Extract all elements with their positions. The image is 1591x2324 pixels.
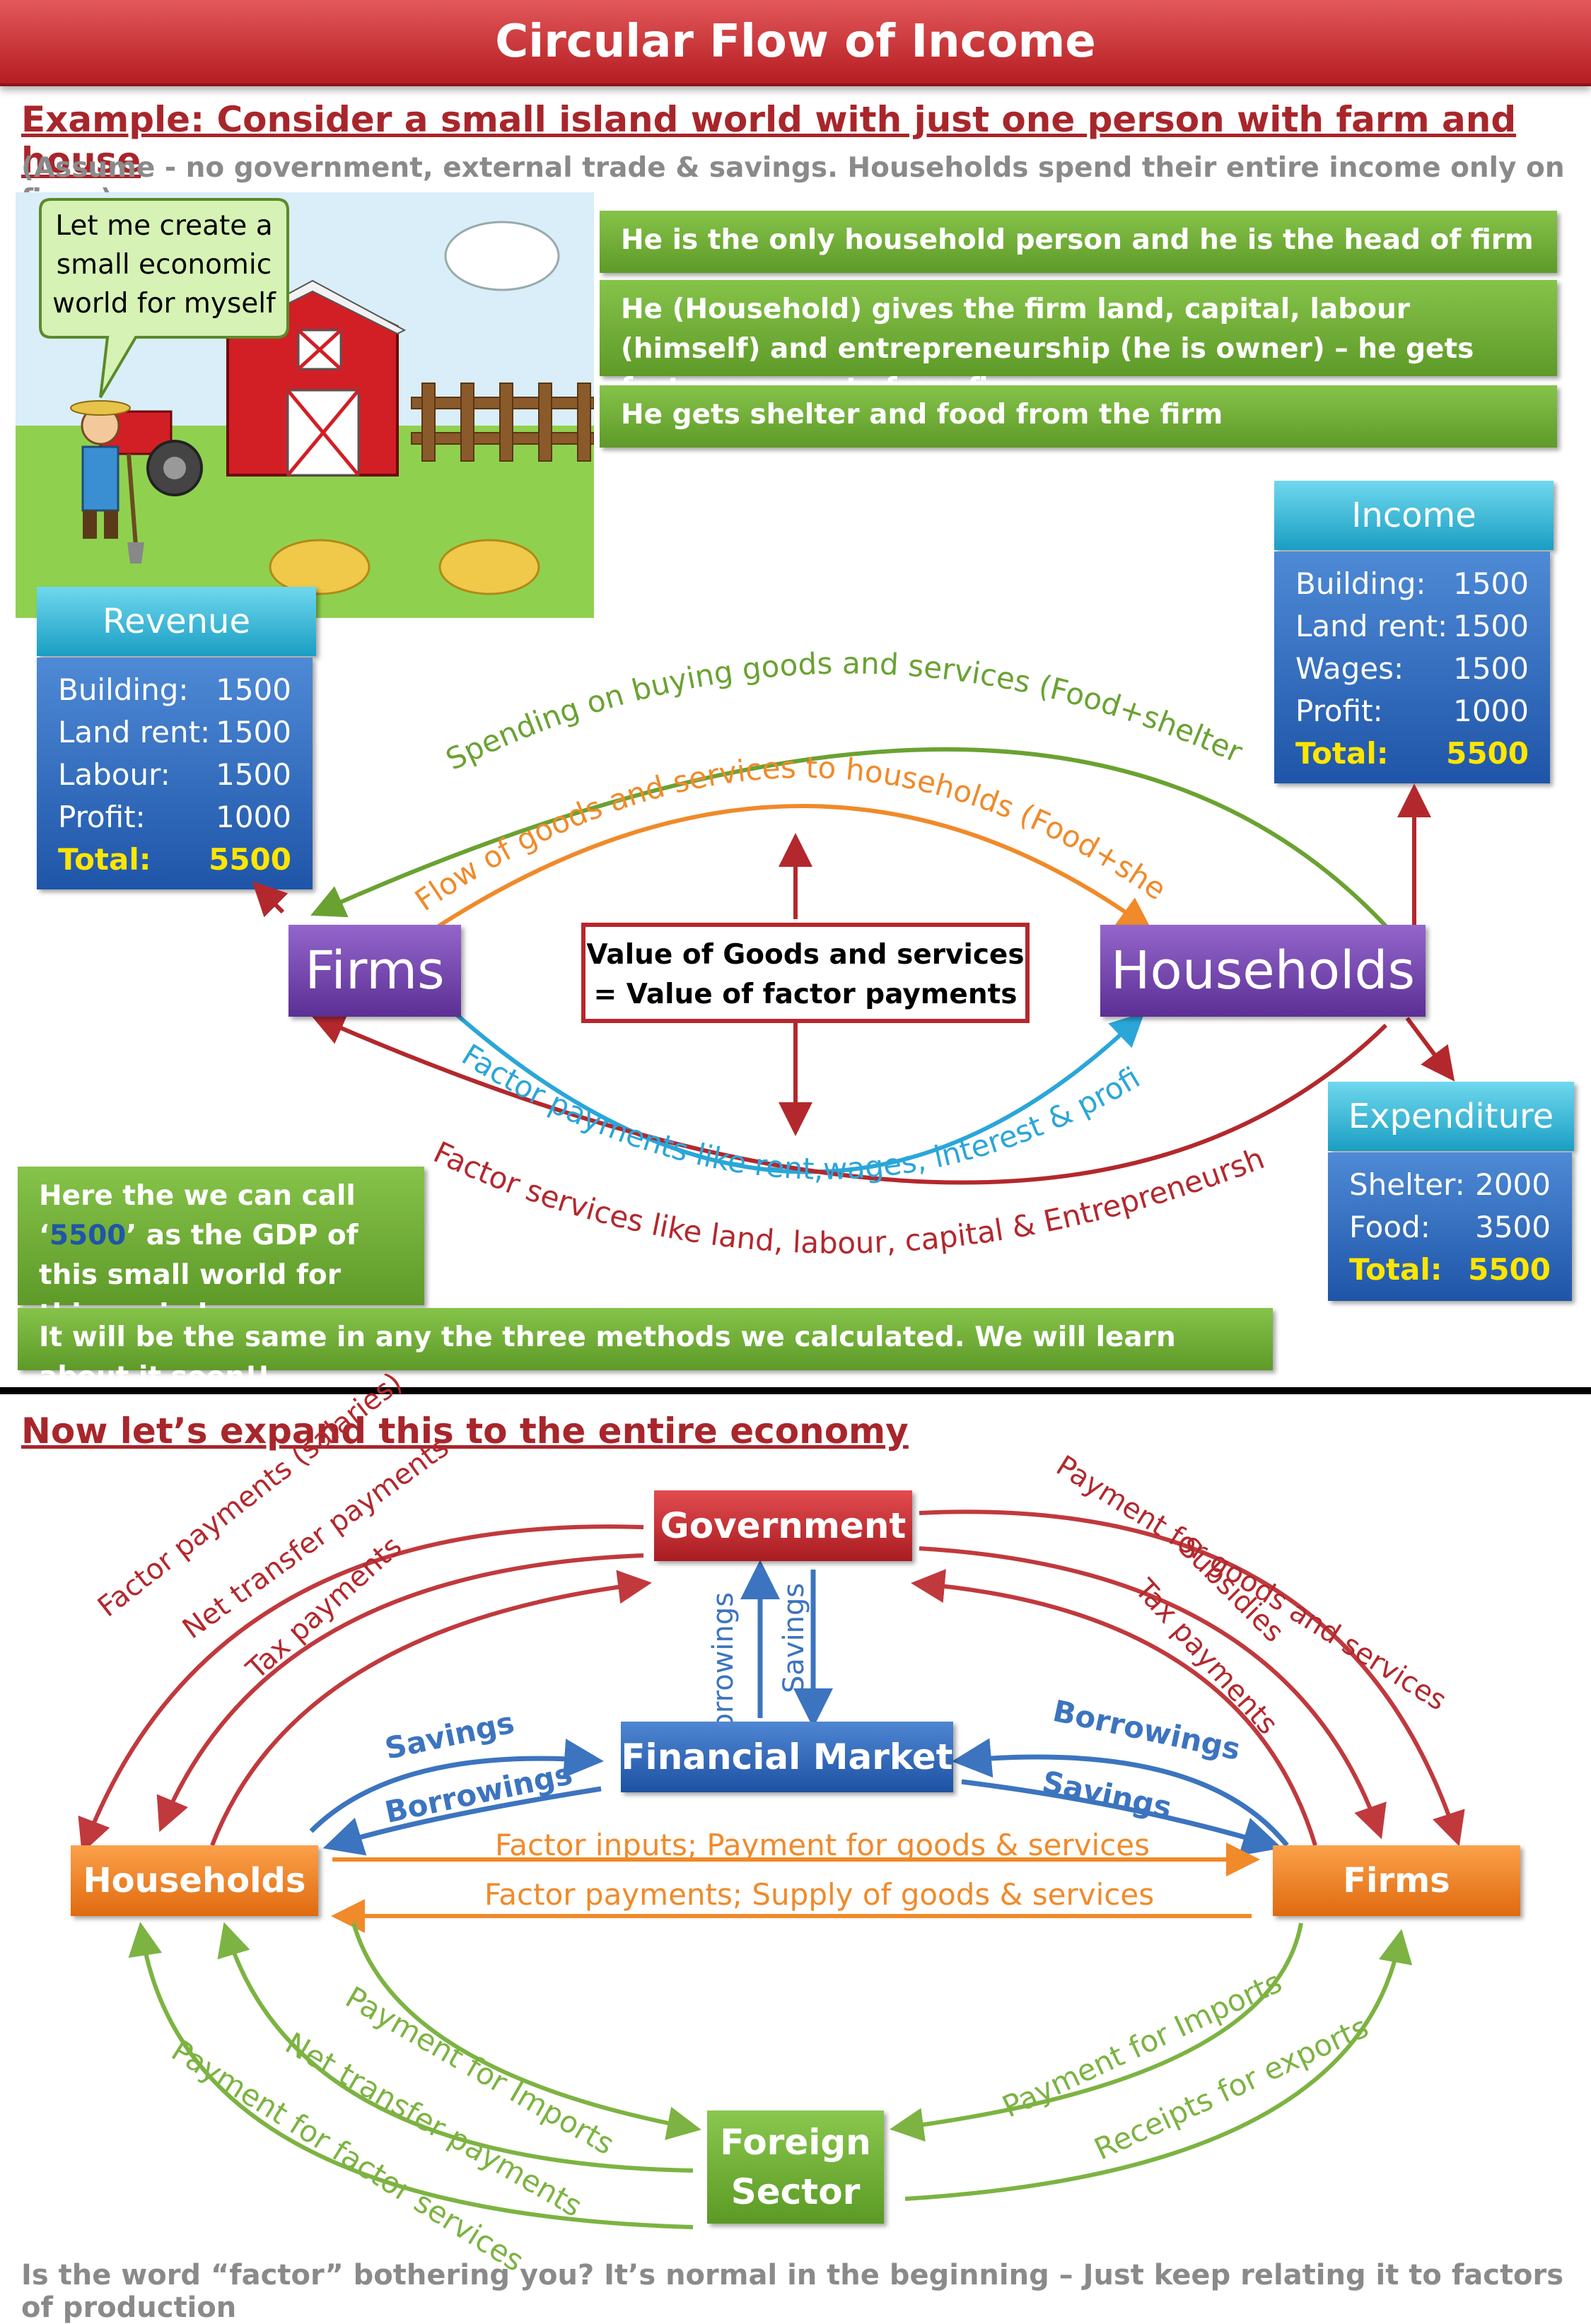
firms-node: Firms	[289, 925, 461, 1017]
gdp-note: Here the we can call ‘5500’ as the GDP o…	[18, 1167, 424, 1331]
firms-node-economy: Firms	[1273, 1845, 1520, 1916]
expenditure-header: Expenditure	[1328, 1082, 1574, 1151]
label-factor-inputs: Factor inputs; Payment for goods & servi…	[495, 1828, 1150, 1862]
expand-heading: Now let’s expand this to the entire econ…	[21, 1411, 909, 1452]
row-label: Land rent:	[58, 715, 211, 749]
total-value: 5500	[1446, 736, 1529, 771]
row-label: Labour:	[58, 757, 170, 792]
row-value: 1500	[216, 715, 291, 749]
gdp-note-text: Here the we can call ‘	[39, 1180, 356, 1251]
row-label: Food:	[1349, 1210, 1430, 1244]
factor-services-arc	[310, 1012, 1388, 1185]
farm-illustration: Let me create a small economic world for…	[16, 192, 595, 618]
total-value: 5500	[209, 842, 291, 877]
speech-bubble: Let me create a small economic world for…	[44, 206, 284, 323]
speech-line: world for myself	[52, 288, 276, 320]
row-value: 1500	[216, 672, 291, 707]
goods-label: Flow of goods and services to households…	[0, 0, 1172, 918]
fact-box: He gets shelter and food from the firm	[600, 385, 1557, 448]
financial-market-node: Financial Market	[621, 1722, 953, 1792]
revenue-table: Building: 1500 Land rent:1500 Labour: 1500…	[37, 658, 313, 889]
row-label: Profit:	[58, 800, 146, 834]
economy-diagram	[78, 1510, 1465, 2229]
gdp-value: 5500	[49, 1220, 127, 1251]
total-label: Total:	[1295, 736, 1389, 771]
households-node-economy: Households	[71, 1845, 318, 1916]
assumption-text: (Assume - no government, external trade …	[21, 152, 1565, 216]
page-title: Circular Flow of Income	[0, 0, 1591, 86]
row-value: 1000	[216, 800, 291, 834]
spending-label: Spending on buying goods and services (F…	[0, 0, 1248, 777]
spending-arc-label: Spending on buying goods and services (F…	[0, 0, 1248, 777]
example-heading: Example: Consider a small island world w…	[21, 99, 1517, 181]
foreign-sector-node: Foreign Sector	[707, 2110, 884, 2224]
row-value: 3500	[1475, 1210, 1551, 1244]
speech-line: small economic	[56, 249, 272, 281]
row-label: Building:	[58, 672, 189, 707]
row-value: 1500	[1453, 566, 1529, 601]
row-label: Land rent:	[1295, 609, 1448, 643]
center-equation: Value of Goods and services = Value of f…	[581, 923, 1030, 1023]
total-label: Total:	[1349, 1252, 1443, 1287]
row-label: Building:	[1295, 566, 1426, 601]
households-node: Households	[1100, 925, 1426, 1017]
row-label: Profit:	[1295, 694, 1383, 728]
revenue-header: Revenue	[37, 587, 316, 656]
foreign-sector-line: Foreign	[720, 2122, 871, 2163]
fact-box: He is the only household person and he i…	[600, 211, 1557, 273]
spending-arc	[310, 747, 1388, 928]
simple-flow-diagram: Spending on buying goods and services (F…	[0, 0, 1455, 1261]
row-value: 1500	[1453, 651, 1529, 686]
total-label: Total:	[58, 842, 151, 877]
government-node: Government	[654, 1490, 912, 1561]
row-value: 1000	[1453, 694, 1529, 728]
total-value: 5500	[1468, 1252, 1551, 1287]
footer-note: Is the word “factor” bothering you? It’s…	[21, 2259, 1564, 2324]
row-value: 2000	[1475, 1167, 1551, 1202]
same-note: It will be the same in any the three met…	[18, 1308, 1273, 1393]
speech-line: Let me create a	[55, 210, 273, 242]
foreign-sector-line: Sector	[730, 2171, 861, 2212]
row-label: Wages:	[1295, 651, 1404, 686]
goods-arc-label: Flow of goods and services to households…	[0, 0, 1172, 918]
row-value: 1500	[1453, 609, 1529, 643]
expenditure-table: Shelter: 2000 Food: 3500 Total: 5500	[1328, 1152, 1572, 1301]
equation-line: = Value of factor payments	[593, 979, 1018, 1010]
section-divider	[0, 1387, 1591, 1394]
goods-arc	[437, 804, 1153, 932]
income-header: Income	[1274, 481, 1554, 550]
income-table: Building:1500 Land rent:1500 Wages:1500 …	[1274, 551, 1550, 783]
row-label: Shelter:	[1349, 1167, 1465, 1202]
row-value: 1500	[216, 757, 291, 792]
label-gov-savings: Savings	[778, 1582, 810, 1693]
label-factor-payments-supply: Factor payments; Supply of goods & servi…	[484, 1877, 1155, 1912]
equation-line: Value of Goods and services	[586, 939, 1025, 971]
